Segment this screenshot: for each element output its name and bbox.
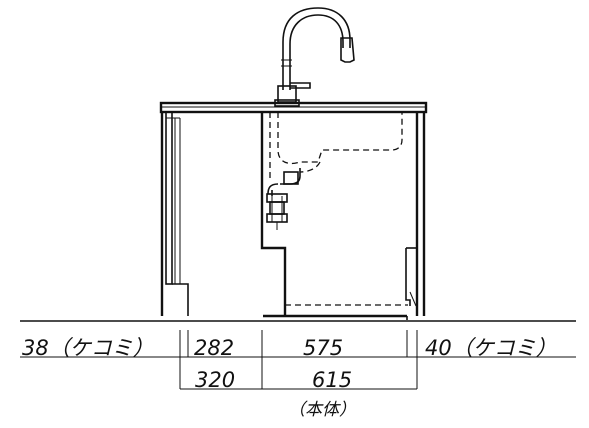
dim-left-section-total: 320 <box>195 368 235 392</box>
dim-body: 615 <box>312 368 352 392</box>
cabinet-body <box>160 111 426 320</box>
dim-center: 575 <box>303 336 343 360</box>
countertop <box>159 101 428 114</box>
faucet-icon <box>274 7 355 107</box>
drain-trap-icon <box>266 168 301 230</box>
dim-left-plinth: 38（ケコミ） <box>22 336 154 360</box>
dim-body-note: （本体） <box>288 400 356 420</box>
dim-left-section: 282 <box>194 336 234 360</box>
dimension-lines <box>20 330 576 390</box>
sink-bowl <box>277 112 403 173</box>
dim-right-plinth: 40（ケコミ） <box>425 336 557 360</box>
